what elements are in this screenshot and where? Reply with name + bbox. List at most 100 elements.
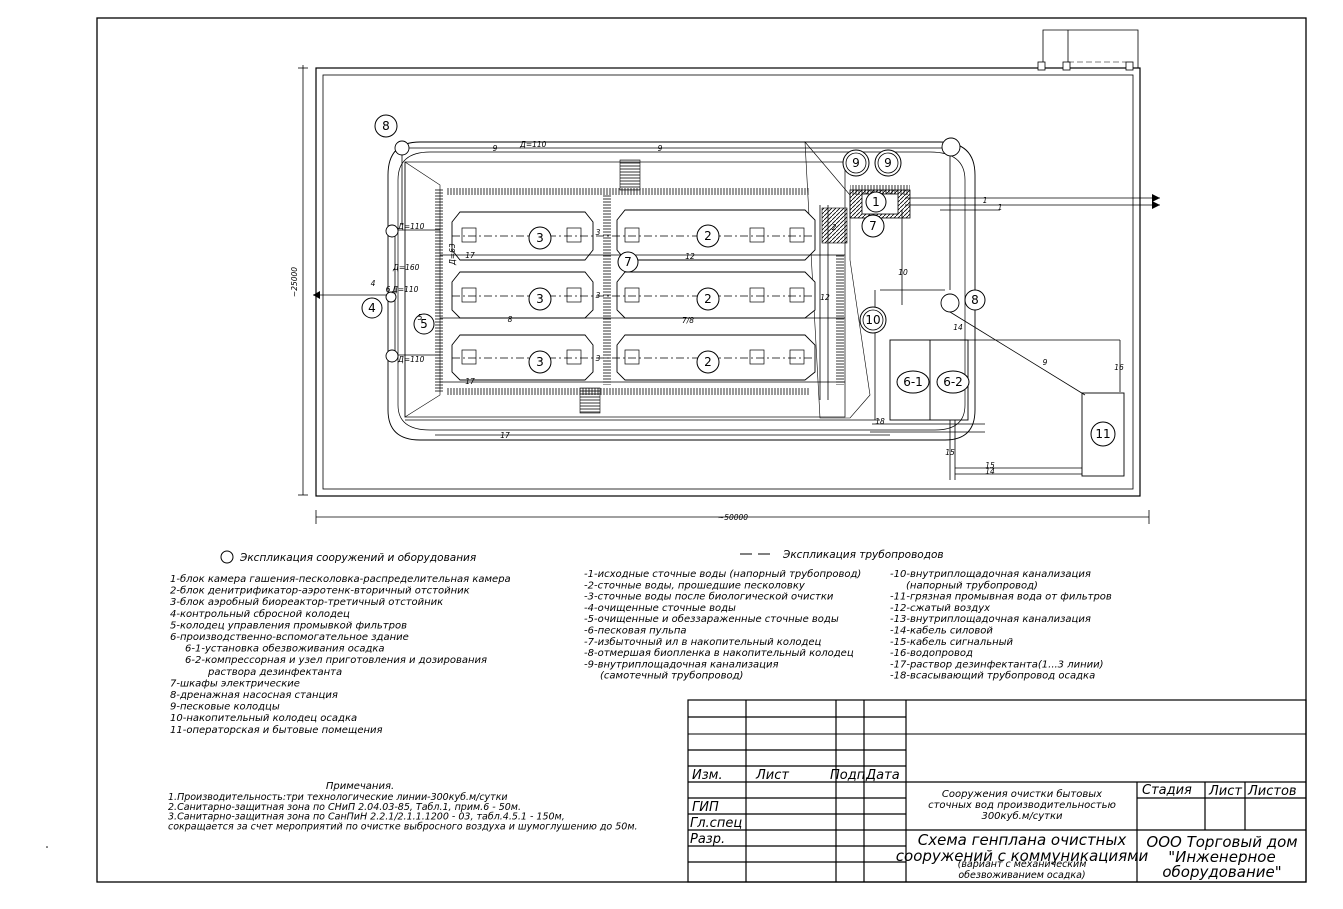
marker-label: 9 — [852, 156, 860, 170]
structure-legend-item: 2-блок денитрификатор-аэротенк-вторичный… — [170, 585, 470, 597]
pipe-legend-item: -17-раствор дезинфектанта(1...3 линии) — [890, 659, 1104, 670]
tb-razr: Разр. — [690, 832, 725, 847]
pipe-number: 12 — [820, 293, 830, 302]
pipe-legend-item: -3-сточные воды после биологической очис… — [584, 591, 834, 603]
pipe-number: 12 — [685, 252, 695, 261]
pipe-legend-item: -6-песковая пульпа — [584, 626, 687, 637]
structures-legend-title: Экспликация сооружений и оборудования — [239, 552, 476, 564]
structure-marker: 6-1 — [896, 370, 930, 394]
marker-label: 9 — [884, 156, 892, 170]
marker-label: 5 — [420, 317, 428, 331]
structure-legend-item: 3-блок аэробный биореактор-третичный отс… — [170, 596, 443, 608]
structure-legend-item: 4-контрольный сбросной колодец — [170, 608, 350, 620]
structure-marker: 5 — [413, 313, 435, 335]
pipe-legend-item: -16-водопровод — [890, 648, 973, 659]
d63-label: Д=63 — [448, 243, 457, 266]
structure-marker: 11 — [1090, 421, 1116, 447]
tb-data: Дата — [865, 768, 900, 783]
pipe-number: 9 — [658, 144, 663, 153]
tb-podp: Подп. — [830, 768, 869, 783]
tb-project-line: сточных вод производительностью — [928, 800, 1116, 811]
structure-marker: 2 — [696, 287, 720, 311]
title-block — [687, 699, 1307, 883]
tb-glspec: Гл.спец — [690, 816, 742, 831]
marker-label: 8 — [382, 119, 390, 133]
height-dimension-label: ~25000 — [290, 267, 299, 297]
pipe-number: 9 — [493, 144, 498, 153]
structures-legend-symbol — [220, 550, 234, 564]
tb-gip: ГИП — [692, 800, 719, 815]
marker-label: 1 — [872, 195, 880, 209]
marker-label: 4 — [368, 301, 376, 315]
marker-label: 6-2 — [943, 375, 963, 389]
block-3-tanks — [451, 211, 594, 381]
structure-legend-item: 8-дренажная насосная станция — [170, 690, 338, 701]
structures-legend-list: 1-блок камера гашения-песколовка-распред… — [170, 573, 511, 736]
structure-marker: 4 — [361, 297, 383, 319]
marker-label: 2 — [704, 292, 712, 306]
structure-marker: 7 — [861, 214, 885, 238]
note-item: 3.Санитарно-защитная зона по СанПиН 2.2.… — [168, 812, 565, 823]
structure-marker: 9 — [842, 149, 870, 177]
marker-label: 2 — [704, 229, 712, 243]
pipe-legend-item: (самотечный трубопровод) — [600, 670, 743, 682]
pipe-legend-item: -2-сточные воды, прошедшие песколовку — [584, 580, 806, 591]
notes-list: 1.Производительность:три технологические… — [168, 792, 638, 832]
pipes-legend-column-1: -1-исходные сточные воды (напорный трубо… — [584, 568, 861, 682]
marker-label: 2 — [704, 355, 712, 369]
structure-marker: 2 — [696, 350, 720, 374]
structure-marker: 3 — [528, 226, 552, 250]
compound-outline — [387, 141, 976, 441]
structure-legend-item: 10-накопительный колодец осадка — [170, 713, 357, 724]
pipe-number: 16 — [1114, 363, 1124, 372]
marker-label: 10 — [865, 313, 880, 327]
pipe-legend-item: -9-внутриплощадочная канализация — [584, 659, 779, 670]
note-item: 2.Санитарно-защитная зона по СНиП 2.04.0… — [168, 802, 521, 813]
pipe-number: 7/8 — [682, 316, 694, 325]
pipe-legend-item: -14-кабель силовой — [890, 625, 993, 637]
tb-drawing-line: сооружений с коммуникациями — [896, 847, 1149, 865]
pipe-legend-item: -4-очищенные сточные воды — [584, 603, 736, 614]
tb-drawing-line: обезвоживанием осадка) — [958, 870, 1085, 881]
perimeter-wells — [385, 137, 961, 363]
pipe-number: 14 — [985, 467, 995, 476]
d110-label-left-3: Д=110 — [397, 355, 425, 364]
d110-label-top: Д=110 — [519, 140, 547, 149]
pipe-number: 9 — [1043, 358, 1048, 367]
marker-label: 3 — [536, 231, 544, 245]
pipe-number: 3 — [596, 291, 601, 300]
pipe-number: 10 — [898, 268, 908, 277]
pipe-number: 17 — [465, 251, 475, 260]
structure-marker: 7 — [617, 251, 639, 273]
tb-company-line: оборудование" — [1162, 863, 1281, 881]
structure-marker: 10 — [859, 306, 887, 334]
marker-label: 8 — [971, 293, 979, 307]
pipe-number: 8 — [508, 315, 513, 324]
structure-legend-item: 9-песковые колодцы — [170, 702, 280, 713]
marker-label: 7 — [624, 255, 632, 269]
pipe-number: 2 — [832, 223, 837, 232]
tb-drawing-line: Схема генплана очистных — [918, 831, 1127, 849]
structure-marker: 3 — [528, 287, 552, 311]
structure-marker: 1 — [865, 191, 887, 213]
marker-label: 3 — [536, 355, 544, 369]
marker-label: 11 — [1095, 427, 1110, 441]
structure-legend-item: 11-операторская и бытовые помещения — [170, 724, 383, 736]
pipe-number: 15 — [945, 448, 955, 457]
site-boundary — [315, 29, 1141, 497]
pipe-number: 5 — [418, 313, 423, 322]
tb-project-line: Сооружения очистки бытовых — [942, 788, 1102, 800]
pipe-legend-item: -10-внутриплощадочная канализация — [890, 569, 1091, 580]
tb-stadiya: Стадия — [1142, 783, 1192, 798]
note-item: 1.Производительность:три технологические… — [168, 792, 508, 803]
tb-listov: Листов — [1247, 784, 1297, 799]
pipe-legend-item: -13-внутриплощадочная канализация — [890, 614, 1091, 625]
pipe-legend-item: -18-всасывающий трубопровод осадка — [890, 670, 1095, 682]
pipelines — [313, 147, 1160, 480]
tb-list: Лист — [755, 768, 789, 783]
